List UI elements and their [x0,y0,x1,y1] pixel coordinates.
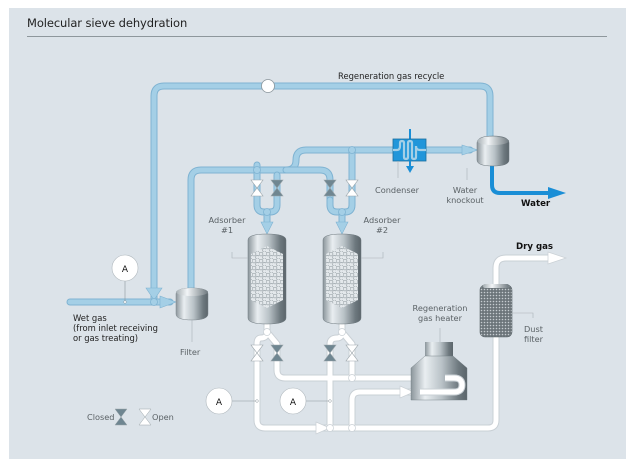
label-dry-gas: Dry gas [516,242,553,252]
water-knockout-vessel [476,135,510,167]
dry-junctions [263,328,356,432]
condenser-unit [392,129,427,173]
valve-closed-adsorber1-bottom-right[interactable] [270,344,284,362]
arrow-right-heater [399,385,415,399]
label-filter: Filter [180,347,201,357]
analyzer-regen-1[interactable]: A [205,387,259,415]
label-condenser: Condenser [375,185,420,195]
label-adsorber1-1: Adsorber [209,215,247,225]
dust-filter [479,284,513,338]
arrow-right-filter [159,295,177,309]
dry-flow-arrows [315,251,568,435]
arrow-right-knockout [461,144,480,156]
valve-open-adsorber1-inlet[interactable] [250,179,264,197]
wet-junctions [150,146,356,306]
water-arrow-icon [548,187,566,199]
condenser-drain-arrow-icon [406,166,414,173]
recycle-compressor-icon [261,79,275,93]
regeneration-heater [410,342,468,401]
label-water-knockout-2: knockout [446,195,484,205]
arrow-down-adsorber1 [260,221,274,235]
label-regeneration-gas-recycle: Regeneration gas recycle [338,71,444,81]
legend: Closed Open [87,408,174,426]
label-regen-heater-2: gas heater [418,313,463,323]
legend-closed-label: Closed [87,412,115,422]
label-wet-gas-2: (from inlet receiving [73,323,158,333]
water-outlet-pipe [490,160,566,199]
wet-flow-arrows [145,144,480,309]
analyzer-label: A [122,265,129,275]
analyzer-regen-2[interactable]: A [279,387,332,415]
valves[interactable] [250,179,359,362]
molecular-sieve-bed-1 [251,246,283,308]
label-regen-heater-1: Regeneration [413,303,468,313]
legend-open-valve-icon [138,408,152,426]
legend-open-label: Open [152,412,174,422]
valve-open-adsorber1-bottom-left[interactable] [250,344,264,362]
arrow-right-bottom [315,421,331,435]
legend-closed-valve-icon [114,408,128,426]
label-water: Water [521,199,551,209]
label-dust-filter-1: Dust [524,324,544,334]
label-adsorber2-1: Adsorber [364,215,402,225]
arrow-down-adsorber2 [335,221,349,235]
valve-closed-adsorber2-bottom-left[interactable] [323,344,337,362]
label-adsorber1-2: #1 [221,225,233,235]
adsorber-2-vessel [322,233,362,325]
valve-open-adsorber2-bottom-right[interactable] [345,344,359,362]
analyzer-label: A [216,398,223,408]
analyzer-wet-gas[interactable]: A [111,254,139,304]
adsorber-1-vessel [247,233,287,325]
label-wet-gas-1: Wet gas [73,313,107,323]
arrow-down-recycle [145,287,163,301]
leader-lines [191,161,534,342]
valve-open-adsorber2-outlet[interactable] [345,179,359,197]
analyzer-label: A [290,398,297,408]
label-water-knockout-1: Water [453,185,478,195]
label-adsorber2-2: #2 [376,225,388,235]
dry-gas-arrow-icon [547,251,568,265]
label-dust-filter-2: filter [524,334,544,344]
title-divider [27,36,607,37]
molecular-sieve-bed-2 [326,246,358,308]
label-wet-gas-3: or gas treating) [73,333,138,343]
inlet-filter [175,287,209,321]
valve-closed-adsorber2-inlet[interactable] [323,179,337,197]
valve-closed-adsorber1-outlet[interactable] [270,179,284,197]
diagram-title: Molecular sieve dehydration [27,16,188,30]
